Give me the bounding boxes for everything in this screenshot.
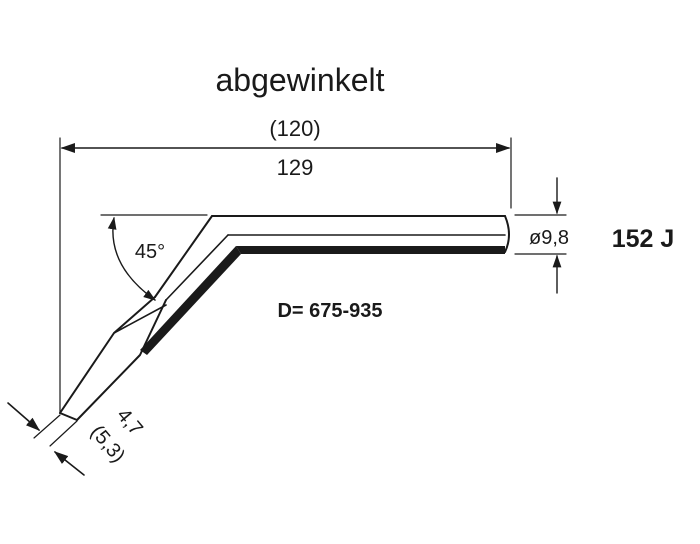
angle-label: 45° <box>135 241 165 263</box>
tip-chisel-face <box>59 412 78 421</box>
tip-bend-inner-line <box>165 234 229 301</box>
length-label: 129 <box>277 155 314 180</box>
tip-bend-shadow <box>140 246 241 355</box>
angle-arc <box>107 216 157 301</box>
length-reference-label: (120) <box>269 116 320 141</box>
diameter-label: ø9,8 <box>529 227 569 249</box>
tip-bend-top-edge <box>154 215 213 298</box>
tip-taper-lower-edge <box>76 299 167 421</box>
tip-width-lower-arrow <box>53 451 85 476</box>
tip-width-upper-arrow <box>7 402 41 431</box>
part-range-label: D= 675-935 <box>277 300 382 322</box>
model-label: 152 J <box>612 225 675 253</box>
tip-width-label: 4,7 <box>112 404 147 439</box>
tip-width-lower-extension <box>49 420 78 447</box>
drawing-title: abgewinkelt <box>216 62 385 98</box>
tip-shaft-shadow <box>236 246 505 254</box>
tip-shaft-end <box>504 215 510 253</box>
tip-width-upper-extension <box>33 414 61 439</box>
tip-taper-facet <box>113 304 167 334</box>
